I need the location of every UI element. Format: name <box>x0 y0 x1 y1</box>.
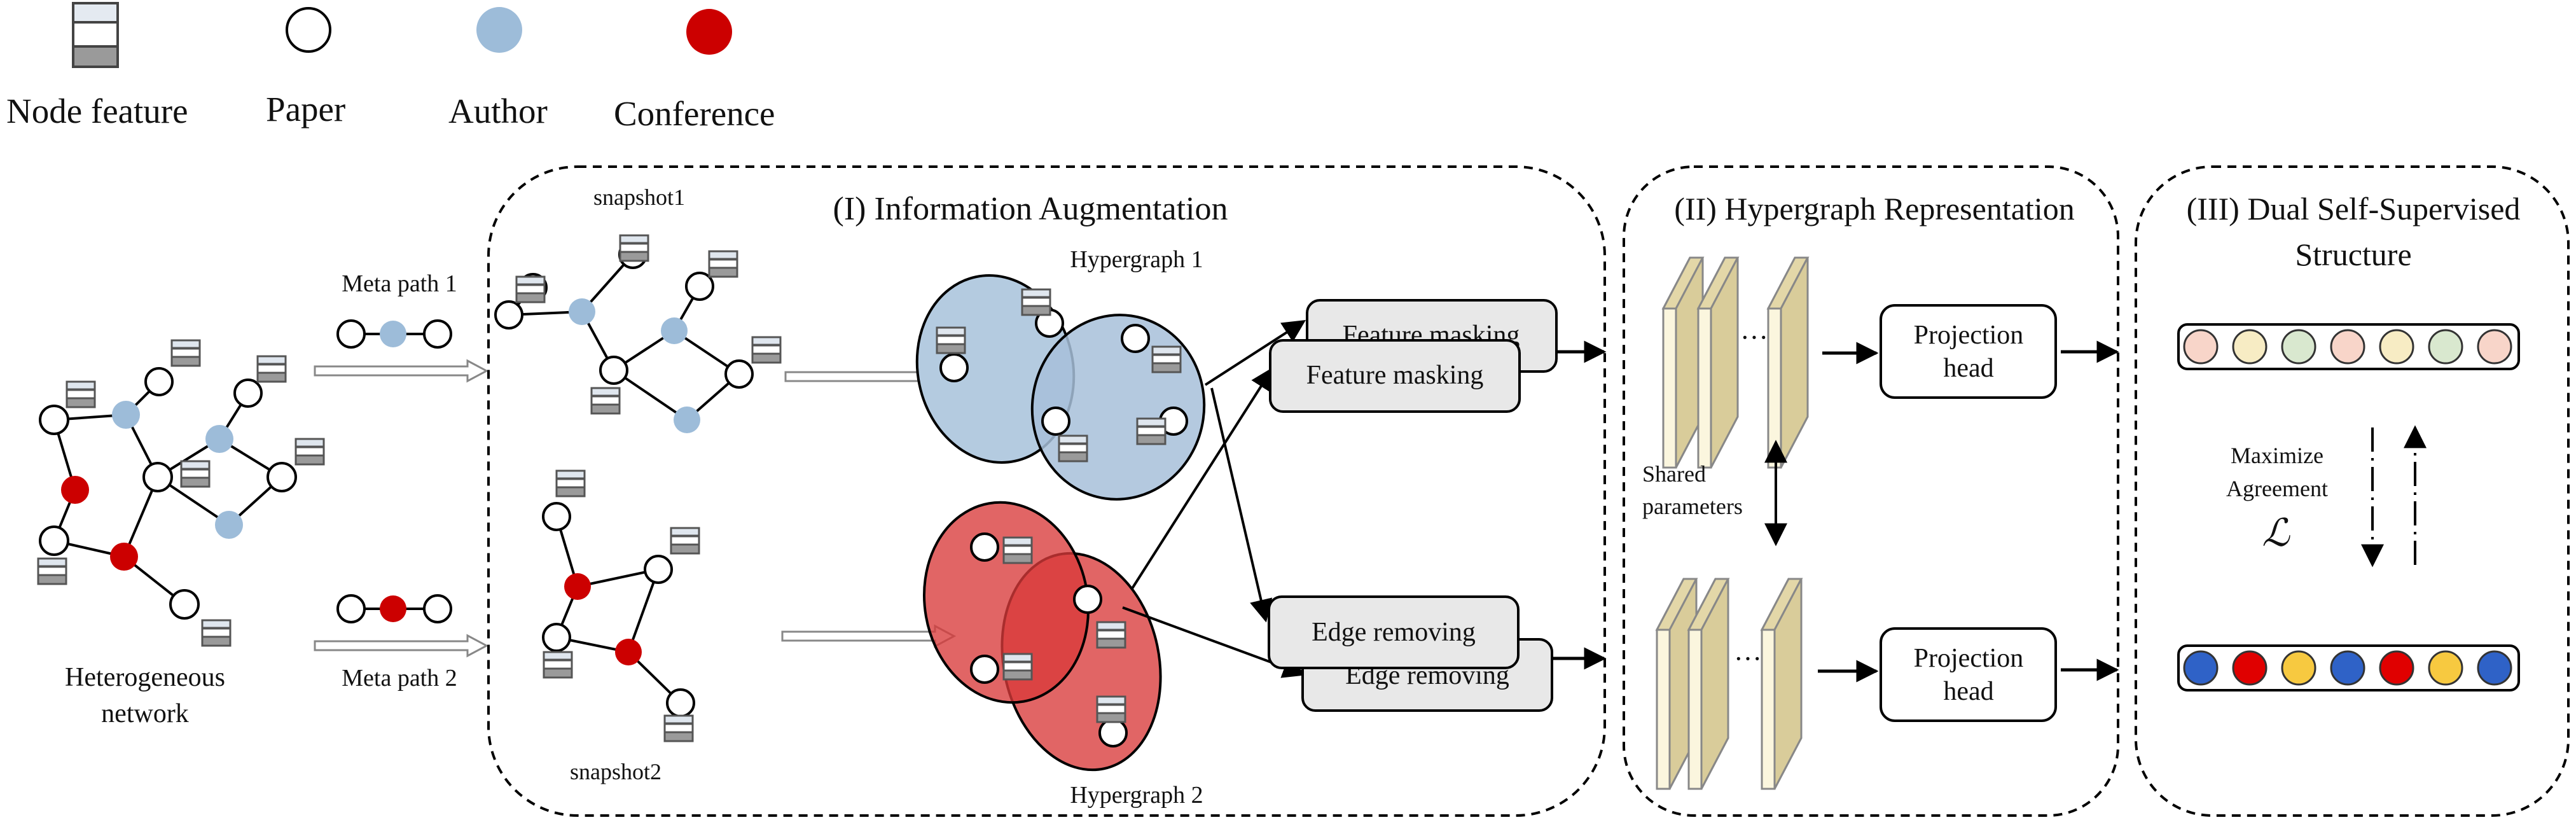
snapshot1-graph <box>494 234 782 433</box>
projection-bottom-line1: Projection <box>1914 644 2024 673</box>
projection-head-top <box>1880 304 2057 399</box>
hypergraph-2: Hypergraph 2 <box>922 501 1203 809</box>
encoder-top-ellipsis: ··· <box>1740 322 1768 353</box>
hollow-arrow-2 <box>314 634 488 657</box>
panel2-title: (II) Hypergraph Representation <box>1674 191 2074 226</box>
shared-label-line2: parameters <box>1642 494 1743 519</box>
loss-symbol: ℒ <box>2262 512 2290 554</box>
hypergraph-1: Hypergraph 1 <box>915 246 1206 501</box>
projection-top-line2: head <box>1943 354 1993 383</box>
embedding-bottom-cell <box>2183 650 2219 686</box>
hypergraph2-label: Hypergraph 2 <box>1070 782 1203 809</box>
embedding-top-cell <box>2428 329 2463 365</box>
feature-masking-box-front <box>1269 339 1521 413</box>
panel-hypergraph-representation: (II) Hypergraph Representation ··· ··· S… <box>1623 165 2119 817</box>
panel1-title: (I) Information Augmentation <box>833 191 1228 227</box>
embedding-top-cell <box>2183 329 2219 365</box>
meta-path-2-label: Meta path 2 <box>342 665 457 691</box>
legend: Node feature Paper Author Conference <box>6 2 775 133</box>
embedding-vector-bottom-cells <box>2183 650 2512 686</box>
network-label-line2: network <box>101 699 189 728</box>
meta-path-1-label: Meta path 1 <box>342 270 457 297</box>
network-label-line1: Heterogeneous <box>65 663 225 692</box>
hypergraph1-label: Hypergraph 1 <box>1070 246 1203 273</box>
projection-top-line1: Projection <box>1914 321 2024 350</box>
maximize-label-line1: Maximize <box>2231 443 2323 468</box>
encoder-bottom-ellipsis: ··· <box>1734 643 1762 674</box>
maximize-label-line2: Agreement <box>2226 476 2328 501</box>
paper-legend-icon <box>286 7 331 53</box>
embedding-top-cell <box>2281 329 2316 365</box>
embedding-bottom-cell <box>2477 650 2512 686</box>
panel-information-augmentation: (I) Information Augmentation snapshot1 <box>487 165 1607 817</box>
encoder-top: ··· <box>1662 256 1809 469</box>
panel3-title-line1: (III) Dual Self-Supervised <box>2187 191 2521 226</box>
snapshot2-graph <box>542 469 700 742</box>
encoder-bottom: ··· <box>1656 578 1803 790</box>
panel-dual-self-supervised: (III) Dual Self-Supervised Structure Max… <box>2135 165 2570 817</box>
legend-paper-label: Paper <box>266 90 345 129</box>
conference-legend-icon <box>686 9 732 55</box>
edge-removing-label-front: Edge removing <box>1312 618 1476 647</box>
panel3-title-line2: Structure <box>2295 237 2411 272</box>
embedding-vector-top-cells <box>2183 329 2512 365</box>
meta-paths: Meta path 1 Meta path 2 <box>314 270 488 691</box>
feature-masking-label-front: Feature masking <box>1306 361 1484 390</box>
embedding-bottom-cell <box>2379 650 2414 686</box>
snapshot2-label: snapshot2 <box>570 759 661 784</box>
edge-removing-box-front <box>1268 595 1520 669</box>
hollow-arrow-1 <box>314 359 488 382</box>
projection-head-bottom <box>1880 627 2057 722</box>
embedding-top-cell <box>2330 329 2365 365</box>
embedding-bottom-cell <box>2428 650 2463 686</box>
author-legend-icon <box>476 7 522 53</box>
shared-label-line1: Shared <box>1642 461 1706 487</box>
legend-author-label: Author <box>448 92 548 130</box>
embedding-bottom-cell <box>2232 650 2268 686</box>
legend-node-feature-label: Node feature <box>6 92 188 130</box>
snapshot1-label: snapshot1 <box>593 184 685 210</box>
embedding-top-cell <box>2232 329 2268 365</box>
projection-bottom-line2: head <box>1943 677 1993 706</box>
node-feature-icon <box>72 2 119 68</box>
embedding-bottom-cell <box>2330 650 2365 686</box>
embedding-top-cell <box>2477 329 2512 365</box>
embedding-bottom-cell <box>2281 650 2316 686</box>
heterogeneous-network: Heterogeneous network <box>37 339 325 728</box>
legend-conference-label: Conference <box>614 94 775 133</box>
embedding-top-cell <box>2379 329 2414 365</box>
